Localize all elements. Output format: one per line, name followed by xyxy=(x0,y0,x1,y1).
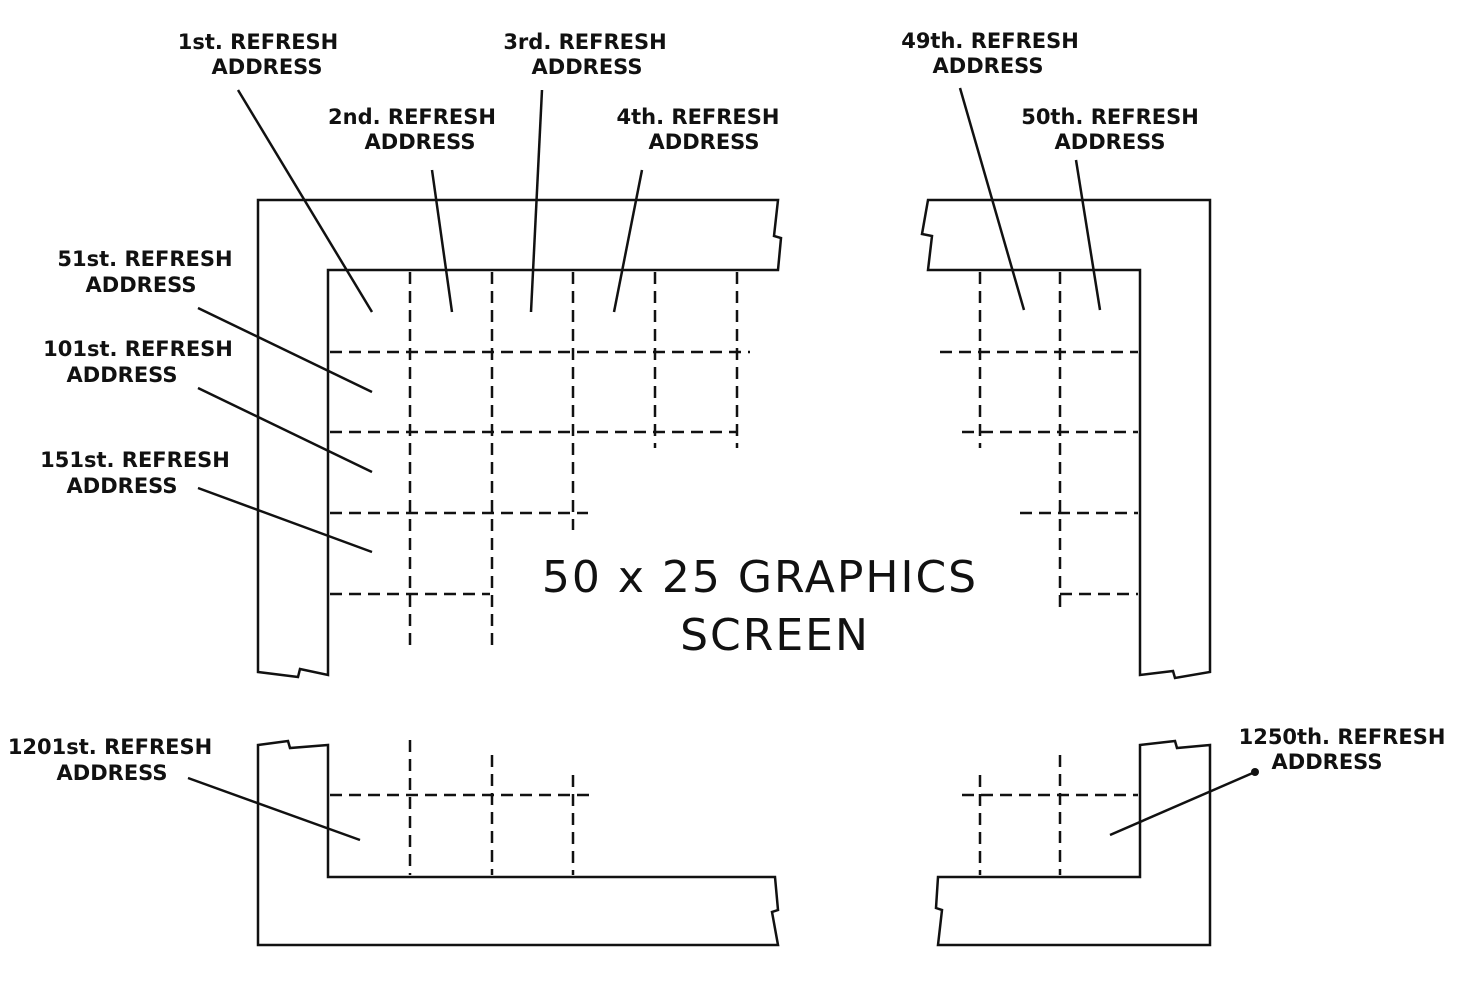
label-line: ADDRESS xyxy=(933,54,1044,78)
screen-title-line2: SCREEN xyxy=(680,610,870,661)
label-line: ADDRESS xyxy=(212,55,323,79)
label-line: 50th. REFRESH xyxy=(1021,105,1199,129)
label-2nd: 2nd. REFRESH ADDRESS xyxy=(328,105,496,154)
label-line: 1201st. REFRESH xyxy=(8,735,212,759)
label-line: ADDRESS xyxy=(365,130,476,154)
label-1201st: 1201st. REFRESH ADDRESS xyxy=(8,735,212,785)
label-1st: 1st. REFRESH ADDRESS xyxy=(178,30,339,79)
label-50th: 50th. REFRESH ADDRESS xyxy=(1021,105,1199,154)
label-line: ADDRESS xyxy=(649,130,760,154)
label-151st: 151st. REFRESH ADDRESS xyxy=(40,448,230,498)
label-49th: 49th. REFRESH ADDRESS xyxy=(901,29,1079,78)
label-line: 151st. REFRESH xyxy=(40,448,230,472)
screen-title-line1: 50 x 25 GRAPHICS xyxy=(542,552,978,603)
label-line: 51st. REFRESH xyxy=(57,247,232,271)
label-51st: 51st. REFRESH ADDRESS xyxy=(57,247,232,297)
label-line: 101st. REFRESH xyxy=(43,337,233,361)
label-line: ADDRESS xyxy=(532,55,643,79)
label-line: 1250th. REFRESH xyxy=(1239,725,1446,749)
leader-lines xyxy=(187,87,1256,842)
character-cell-grid xyxy=(330,272,1138,875)
label-line: ADDRESS xyxy=(1055,130,1166,154)
screen-frame-top-left xyxy=(256,198,783,679)
screen-frame-bottom-left xyxy=(256,739,780,947)
label-line: ADDRESS xyxy=(67,363,178,387)
label-3rd: 3rd. REFRESH ADDRESS xyxy=(503,30,666,79)
label-line: ADDRESS xyxy=(67,474,178,498)
label-line: 3rd. REFRESH xyxy=(503,30,666,54)
screen-frame-bottom-right xyxy=(934,739,1212,947)
label-line: ADDRESS xyxy=(57,761,168,785)
leader-dot xyxy=(1251,768,1259,776)
label-line: ADDRESS xyxy=(1272,750,1383,774)
label-line: ADDRESS xyxy=(86,273,197,297)
label-line: 2nd. REFRESH xyxy=(328,105,496,129)
label-line: 1st. REFRESH xyxy=(178,30,339,54)
screen-frame-top-right xyxy=(920,198,1212,680)
label-line: 49th. REFRESH xyxy=(901,29,1079,53)
label-4th: 4th. REFRESH ADDRESS xyxy=(617,105,780,154)
label-line: 4th. REFRESH xyxy=(617,105,780,129)
label-101st: 101st. REFRESH ADDRESS xyxy=(43,337,233,387)
label-1250th: 1250th. REFRESH ADDRESS xyxy=(1239,725,1446,774)
